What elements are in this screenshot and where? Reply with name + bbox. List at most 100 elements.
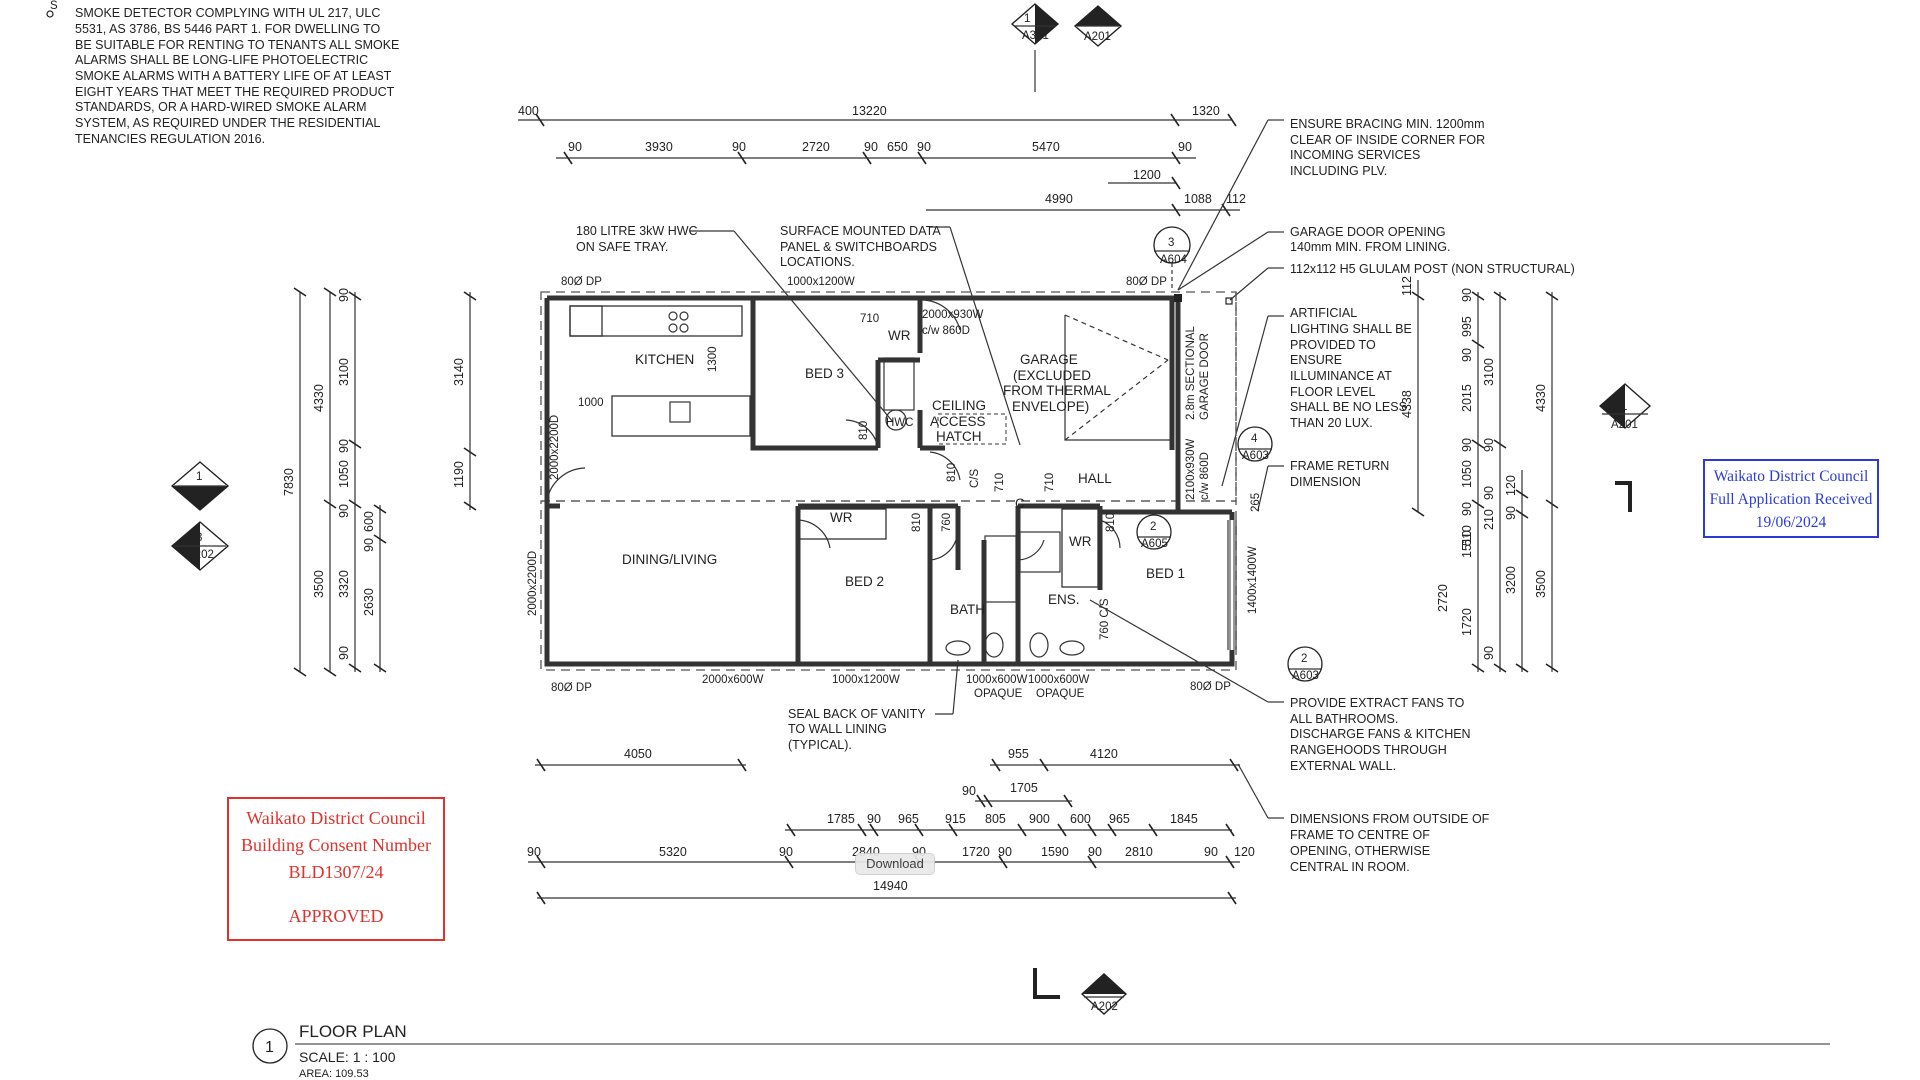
detail-marker[interactable]: 2 A605 bbox=[1136, 514, 1172, 550]
dim-label: 90 bbox=[962, 784, 976, 798]
note-line: LOCATIONS. bbox=[780, 255, 855, 269]
door-size: 810 bbox=[858, 421, 870, 440]
room-dining-living: DINING/LIVING bbox=[622, 552, 717, 567]
downpipe-label: 80Ø DP bbox=[551, 682, 592, 694]
marker-number: 2 bbox=[1301, 653, 1307, 665]
drawing-title: 1 FLOOR PLAN SCALE: 1 : 100 AREA: 109.53 bbox=[252, 1022, 1830, 1080]
window-label: 1000x1200W bbox=[832, 674, 900, 686]
room-ceiling-hatch: ACCESS bbox=[930, 414, 986, 429]
stamp-line: BLD1307/24 bbox=[288, 862, 384, 882]
downpipe-label: 80Ø DP bbox=[1126, 276, 1167, 288]
section-marker[interactable]: 4 A202 bbox=[1033, 968, 1128, 1015]
dim-label: 90 bbox=[1204, 845, 1218, 859]
label-c: C bbox=[1015, 496, 1025, 511]
room-garage: ENVELOPE) bbox=[1012, 399, 1089, 414]
section-marker[interactable]: 1 A201 bbox=[1598, 383, 1652, 431]
window-label: 2000x930W bbox=[922, 309, 984, 321]
dim-label: 90 bbox=[1088, 845, 1102, 859]
dim-label: 5320 bbox=[659, 845, 687, 859]
dimension-bottom: 4050 955 4120 90 1705 1785 90 965 915 80… bbox=[527, 747, 1255, 905]
dim-label: 112 bbox=[1226, 192, 1246, 206]
detail-marker[interactable]: 3 A604 bbox=[1153, 226, 1191, 290]
room-bed1: BED 1 bbox=[1146, 566, 1185, 581]
door-size: 760 bbox=[941, 513, 953, 532]
marker-sheet: A201 bbox=[1611, 419, 1638, 431]
room-ceiling-hatch: CEILING bbox=[932, 398, 986, 413]
drawing-area: AREA: 109.53 bbox=[299, 1068, 369, 1080]
note-line: FLOOR LEVEL bbox=[1290, 385, 1375, 399]
room-hwc: HWC bbox=[886, 417, 913, 429]
drawing-name: FLOOR PLAN bbox=[299, 1022, 407, 1041]
dim-label: 112 bbox=[1400, 276, 1414, 296]
smoke-symbol: S bbox=[50, 0, 58, 12]
vanity-note: SEAL BACK OF VANITY TO WALL LINING (TYPI… bbox=[788, 659, 959, 752]
marker-sheet: A604 bbox=[1160, 254, 1187, 266]
section-marker[interactable]: 1 A302 bbox=[170, 461, 230, 511]
note-line: FRAME TO CENTRE OF bbox=[1290, 828, 1430, 842]
detail-marker[interactable]: 2 A603 bbox=[1287, 646, 1323, 682]
dim-label: 4330 bbox=[312, 384, 326, 412]
stamp-line: Waikato District Council bbox=[1713, 468, 1869, 485]
dim-label: 90 bbox=[337, 288, 351, 302]
dim-label: 1050 bbox=[337, 460, 351, 488]
note-line: PANEL & SWITCHBOARDS bbox=[780, 240, 937, 254]
marker-number: 2 bbox=[1094, 13, 1100, 25]
marker-number: 3 bbox=[196, 532, 202, 544]
room-garage: GARAGE bbox=[1020, 352, 1078, 367]
dim-label: 2630 bbox=[362, 588, 376, 616]
marker-sheet: A202 bbox=[1091, 1001, 1118, 1013]
room-kitchen: KITCHEN bbox=[635, 352, 694, 367]
stamp-line: 19/06/2024 bbox=[1755, 514, 1827, 531]
smoke-detector-note: S SMOKE DETECTOR COMPLYING WITH UL 217, … bbox=[46, 0, 399, 146]
marker-number: 1 bbox=[1024, 13, 1030, 25]
dim-label: 90 bbox=[998, 845, 1012, 859]
section-marker[interactable]: 3 A202 bbox=[170, 521, 230, 571]
dim-label: 3200 bbox=[1504, 566, 1518, 594]
window-label: c/w 860D bbox=[1199, 452, 1211, 500]
dim-label: 120 bbox=[1234, 845, 1255, 859]
section-marker[interactable]: 1 A301 bbox=[1010, 3, 1060, 92]
stamp-line: Waikato District Council bbox=[246, 808, 426, 828]
note-line: DISCHARGE FANS & KITCHEN bbox=[1290, 727, 1471, 741]
dim-label: 90 bbox=[337, 504, 351, 518]
note-line: 180 LITRE 3kW HWC bbox=[576, 224, 698, 238]
door-label: 2000x2200D bbox=[549, 415, 561, 480]
dim-label: 1705 bbox=[1010, 781, 1038, 795]
note-line: INCOMING SERVICES bbox=[1290, 148, 1420, 162]
section-marker[interactable]: 2 A201 bbox=[1073, 5, 1123, 47]
note-line: CENTRAL IN ROOM. bbox=[1290, 860, 1410, 874]
note-line: RANGEHOODS THROUGH bbox=[1290, 743, 1447, 757]
dim-label: 4120 bbox=[1090, 747, 1118, 761]
marker-sheet: A603 bbox=[1292, 670, 1319, 682]
dim-label: 90 bbox=[867, 812, 881, 826]
room-labels: KITCHEN BED 3 WR GARAGE (EXCLUDED FROM T… bbox=[622, 328, 1185, 640]
room-wr: WR bbox=[888, 328, 911, 343]
window-label: 1000x600W bbox=[1028, 674, 1090, 686]
marker-sheet: A605 bbox=[1141, 538, 1168, 550]
room-wr: WR bbox=[1069, 534, 1092, 549]
dim-label: 4330 bbox=[1534, 384, 1548, 412]
opening-labels: 80Ø DP 80Ø DP 80Ø DP 80Ø DP 1000x1200W 2… bbox=[527, 276, 1262, 700]
dim-label: 3930 bbox=[645, 140, 673, 154]
dim-label: 90 bbox=[1178, 140, 1192, 154]
dimensions-note: DIMENSIONS FROM OUTSIDE OF FRAME TO CENT… bbox=[1237, 763, 1490, 874]
download-button[interactable]: Download bbox=[855, 853, 935, 875]
dim-label: 1300 bbox=[707, 346, 719, 372]
dim-label: 650 bbox=[887, 140, 908, 154]
detail-marker[interactable]: 4 A603 bbox=[1237, 426, 1273, 462]
dim-label: 4338 bbox=[1400, 390, 1414, 418]
note-line: ENSURE bbox=[1290, 353, 1342, 367]
door-size: 710 bbox=[1044, 473, 1056, 492]
dim-label: 90 bbox=[1460, 288, 1474, 302]
dim-label: 2810 bbox=[1125, 845, 1153, 859]
data-panel-note: SURFACE MOUNTED DATA PANEL & SWITCHBOARD… bbox=[780, 224, 1021, 446]
note-line: CLEAR OF INSIDE CORNER FOR bbox=[1290, 133, 1485, 147]
dim-label: 90 bbox=[1460, 348, 1474, 362]
section-cut-marker bbox=[1615, 481, 1632, 512]
note-line: SMOKE ALARMS WITH A BATTERY LIFE OF AT L… bbox=[75, 69, 392, 83]
bracing-note: ENSURE BRACING MIN. 1200mm CLEAR OF INSI… bbox=[1177, 117, 1485, 291]
note-line: 5531, AS 3786, BS 5446 PART 1. FOR DWELL… bbox=[75, 22, 381, 36]
label-cs: C/S bbox=[969, 469, 981, 489]
dim-label: 3100 bbox=[1482, 358, 1496, 386]
